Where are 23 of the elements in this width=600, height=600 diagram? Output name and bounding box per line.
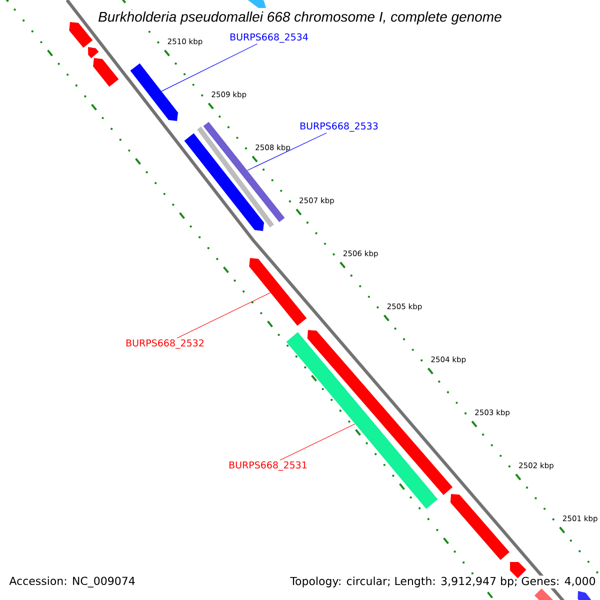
gene-label: BURPS668_2533 [300,122,378,132]
gene-feature [534,588,554,600]
gene-feature [578,591,592,600]
gene-feature [130,63,178,121]
gene-feature [88,47,99,58]
gene-feature [69,22,93,48]
gene-feature [247,0,266,8]
gene-feature [307,330,453,495]
title: Burkholderia pseudomallei 668 chromosome I, complete genome [96,10,504,26]
leader-line [161,44,258,92]
gene-label: BURPS668_2532 [126,339,204,349]
gene-feature [93,58,119,87]
leader-line [280,424,356,460]
gene-feature [510,562,526,578]
gene-label: BURPS668_2531 [229,461,307,471]
leader-line [247,132,327,171]
footer-text: Accession: NC_009074 [9,576,135,588]
gene-feature [249,258,307,326]
footer-text: Topology: circular; Length: 3,912,947 bp; Genes: 4,000 [289,576,597,588]
gene-feature [450,494,510,560]
gene-label: BURPS668_2534 [230,33,308,43]
leader-line [176,292,271,338]
gene-feature [197,126,274,228]
